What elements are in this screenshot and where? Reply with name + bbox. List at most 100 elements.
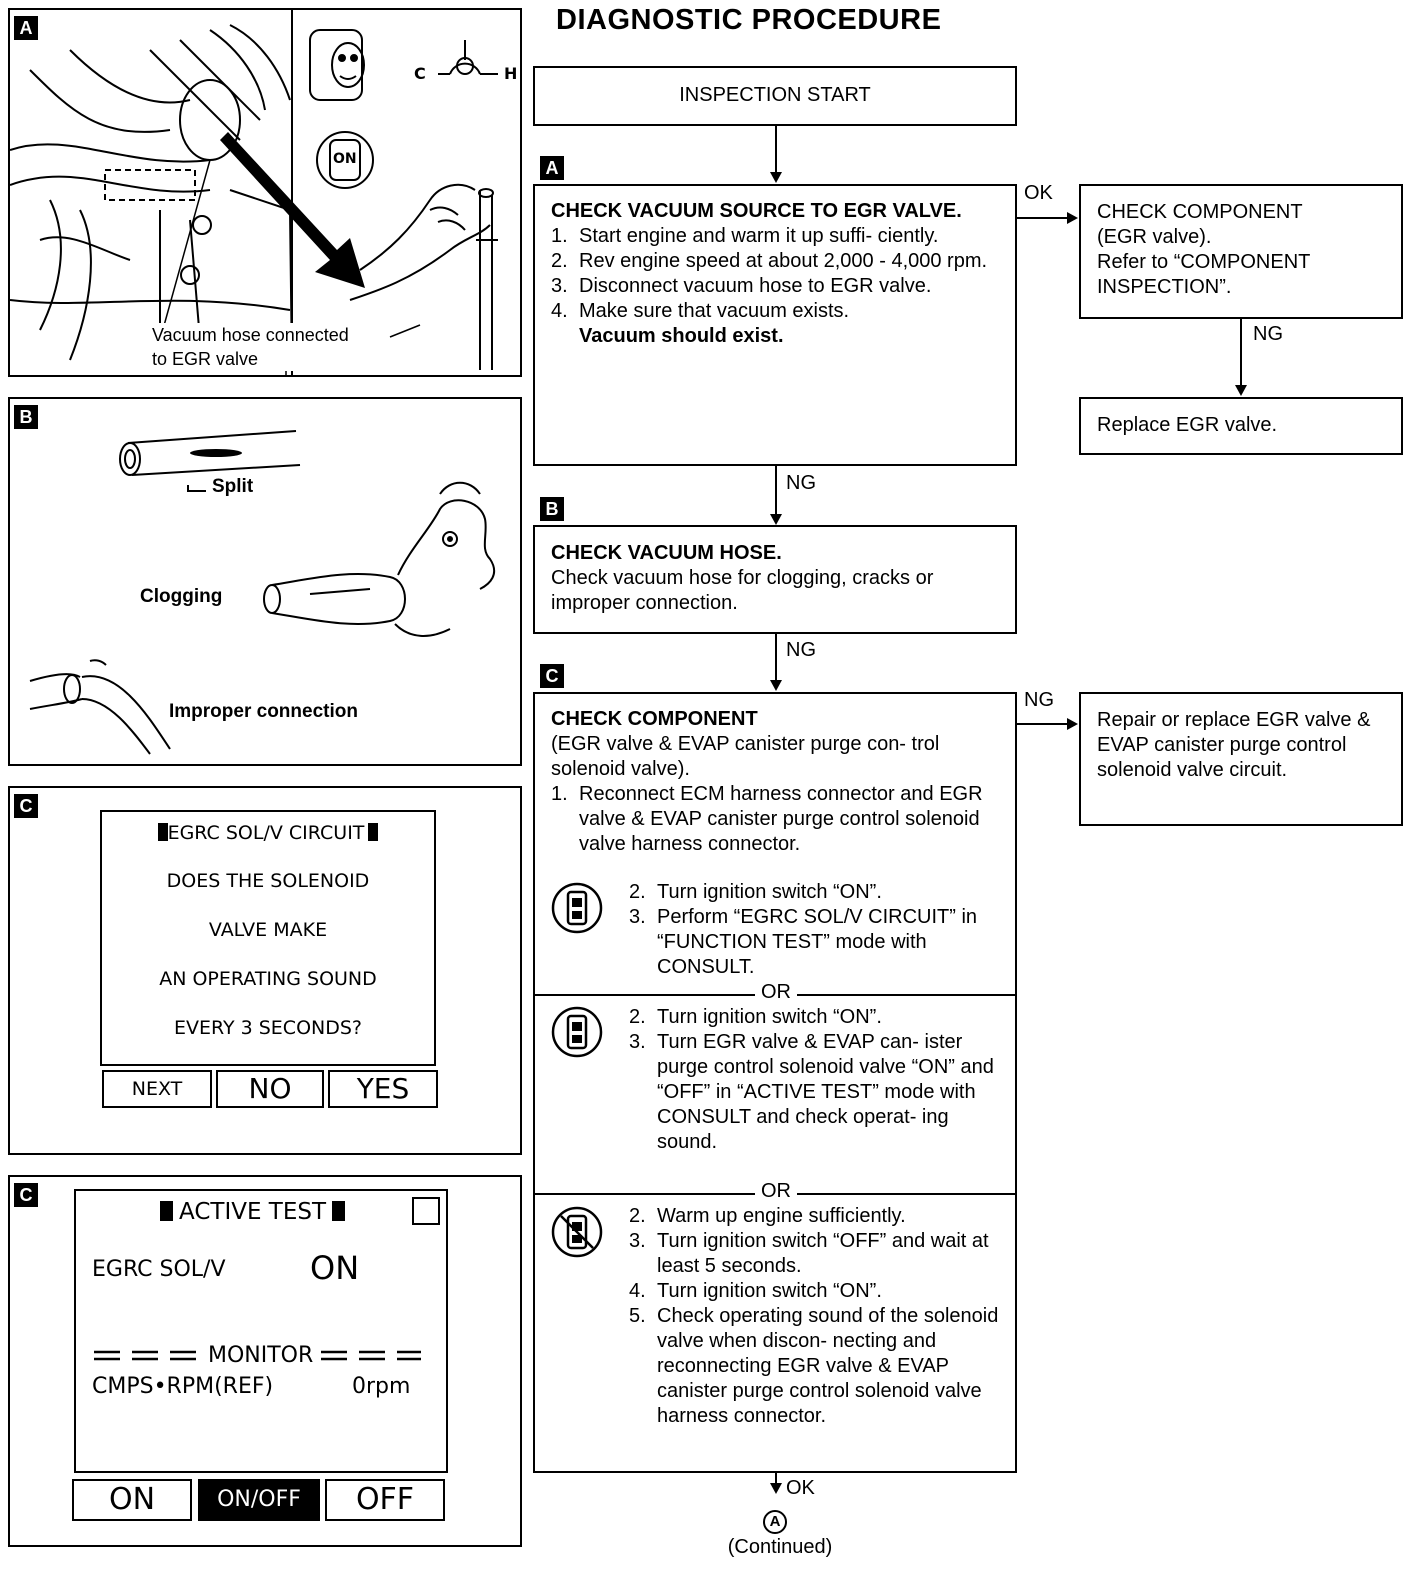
split-label: Split: [212, 476, 254, 497]
on-button[interactable]: ON: [72, 1479, 192, 1521]
monitor-item-label: CMPS•RPM(REF): [92, 1374, 274, 1399]
no-consult-icon: [551, 1206, 603, 1258]
step-a-box: CHECK VACUUM SOURCE TO EGR VALVE. 1.Star…: [533, 184, 1017, 466]
screen-line: DOES THE SOLENOID: [166, 870, 370, 892]
or-label: OR: [755, 981, 797, 1004]
screen-line: VALVE MAKE: [208, 919, 328, 941]
flow-arrow: [775, 1473, 777, 1485]
flow-arrowhead: [770, 1483, 782, 1494]
consult-icon: [551, 882, 603, 934]
flow-arrow: [775, 634, 777, 682]
ok-label: OK: [786, 1477, 815, 1499]
list-item: 4.Make sure that vacuum exists.: [551, 300, 850, 322]
no-button[interactable]: NO: [216, 1070, 324, 1108]
screen-line: AN OPERATING SOUND: [159, 968, 377, 990]
figure-a: A: [8, 8, 522, 377]
off-button[interactable]: OFF: [325, 1479, 445, 1521]
monitor-rule-right: [321, 1350, 422, 1360]
hose-callout: Vacuum hose connected to EGR valve: [152, 323, 349, 371]
step-a-content: CHECK VACUUM SOURCE TO EGR VALVE. 1.Star…: [551, 199, 1003, 349]
step-c-title: CHECK COMPONENT: [551, 708, 758, 730]
continuation-connector: A: [763, 1510, 787, 1534]
flow-arrowhead: [1067, 718, 1078, 730]
step-c-subtitle: (EGR valve & EVAP canister purge con- tr…: [551, 733, 940, 780]
replace-egr-box: Replace EGR valve.: [1079, 397, 1403, 455]
list-item: 1.Reconnect ECM harness connector and EG…: [551, 783, 983, 855]
list-item: 2.Turn ignition switch “ON”.: [629, 1006, 882, 1028]
step-c-list: 1.Reconnect ECM harness connector and EG…: [551, 782, 1007, 857]
step-tag: A: [540, 156, 564, 180]
list-item: 3.Disconnect vacuum hose to EGR valve.: [551, 275, 932, 297]
continued-label: (Continued): [727, 1536, 833, 1558]
screen-header: ACTIVE TEST: [160, 1199, 346, 1225]
gauge-hot-label: H: [504, 64, 518, 83]
monitor-header: MONITOR: [92, 1343, 436, 1368]
list-item: 2.Rev engine speed at about 2,000 - 4,00…: [551, 250, 988, 272]
figure-c-active-test: C ACTIVE TEST EGRC SOL/V ON MONITOR CMPS…: [8, 1175, 522, 1547]
monitor-rule-left: [94, 1350, 196, 1360]
figure-tag: B: [14, 405, 38, 429]
engine-bay-illustration: [10, 10, 498, 375]
flow-arrowhead: [1235, 385, 1247, 396]
screen-line: EVERY 3 SECONDS?: [173, 1017, 363, 1039]
header-block-left: [160, 1201, 173, 1221]
step-tag: C: [540, 664, 564, 688]
flow-arrowhead: [1067, 212, 1078, 224]
test-item-label: EGRC SOL/V: [92, 1257, 226, 1282]
ng-label: NG: [786, 639, 816, 661]
flow-arrowhead: [770, 514, 782, 525]
page-title: DIAGNOSTIC PROCEDURE: [556, 4, 942, 36]
monitor-label: MONITOR: [208, 1343, 314, 1368]
step-c-intro: CHECK COMPONENT (EGR valve & EVAP canist…: [551, 707, 1007, 857]
flow-arrowhead: [770, 680, 782, 691]
list-item: 3.Perform “EGRC SOL/V CIRCUIT” in “FUNCT…: [629, 906, 978, 978]
ng-label: NG: [786, 472, 816, 494]
flow-arrow: [1017, 723, 1069, 725]
on-off-button[interactable]: ON/OFF: [198, 1479, 320, 1521]
step-b-title: CHECK VACUUM HOSE.: [551, 542, 782, 564]
check-component-box: CHECK COMPONENT (EGR valve). Refer to “C…: [1079, 184, 1403, 319]
step-a-title: CHECK VACUUM SOURCE TO EGR VALVE.: [551, 200, 962, 222]
gauge-cold-label: C: [414, 64, 426, 83]
step-a-list: 1.Start engine and warm it up suffi- cie…: [551, 224, 1003, 324]
figure-c-function-test: C EGRC SOL/V CIRCUIT DOES THE SOLENOID V…: [8, 786, 522, 1155]
monitor-item-value: 0rpm: [352, 1374, 411, 1399]
yes-button[interactable]: YES: [328, 1070, 438, 1108]
inspection-start-box: INSPECTION START: [533, 66, 1017, 126]
next-button[interactable]: NEXT: [102, 1070, 212, 1108]
header-block-right: [368, 823, 379, 841]
callout-line-2: to EGR valve: [152, 349, 259, 369]
header-block-left: [157, 823, 168, 841]
key-on-label: ON: [333, 151, 357, 167]
option-1-list: 2.Turn ignition switch “ON”. 3.Perform “…: [629, 880, 1009, 980]
figure-tag: C: [14, 1183, 38, 1207]
flow-arrowhead: [770, 172, 782, 183]
list-item: 2.Turn ignition switch “ON”.: [629, 881, 882, 903]
step-tag: B: [540, 497, 564, 521]
ok-label: OK: [1024, 182, 1053, 204]
flow-arrow: [1017, 217, 1069, 219]
repair-label: Repair or replace EGR valve & EVAP canis…: [1097, 709, 1371, 781]
component-line: Refer to “COMPONENT: [1097, 251, 1311, 273]
flow-arrow: [775, 126, 777, 174]
component-line: INSPECTION”.: [1097, 276, 1232, 298]
connector-label: A: [769, 1513, 781, 1530]
header-block-right: [332, 1201, 346, 1221]
consult-screen: EGRC SOL/V CIRCUIT DOES THE SOLENOID VAL…: [100, 810, 436, 1066]
list-item: 3.Turn EGR valve & EVAP can- ister purge…: [629, 1031, 994, 1153]
list-item: 2.Warm up engine sufficiently.: [629, 1205, 906, 1227]
screen-header: EGRC SOL/V CIRCUIT: [102, 822, 434, 844]
list-item: 4.Turn ignition switch “ON”.: [629, 1280, 882, 1302]
screen-checkbox[interactable]: [412, 1197, 440, 1225]
inspection-start-label: INSPECTION START: [679, 84, 871, 106]
flow-arrow: [1240, 319, 1242, 387]
replace-egr-label: Replace EGR valve.: [1097, 414, 1278, 436]
component-line: (EGR valve).: [1097, 226, 1212, 248]
screen-header-text: ACTIVE TEST: [179, 1199, 327, 1225]
step-a-emphasis: Vacuum should exist.: [579, 325, 784, 347]
component-line: CHECK COMPONENT: [1097, 201, 1303, 223]
consult-icon: [551, 1006, 603, 1058]
test-item-value: ON: [310, 1249, 360, 1287]
screen-header-text: EGRC SOL/V CIRCUIT: [167, 822, 365, 844]
check-component-content: CHECK COMPONENT (EGR valve). Refer to “C…: [1097, 200, 1397, 300]
